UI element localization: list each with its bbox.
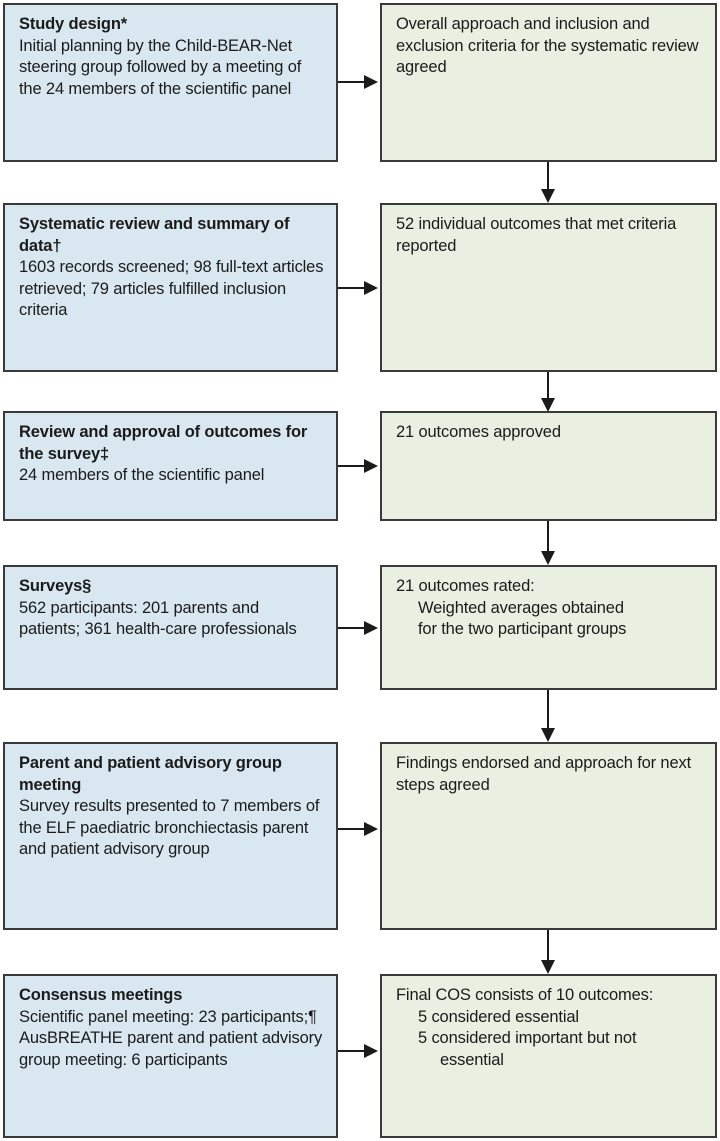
box-right-advisory-group-meeting: Findings endorsed and approach for next … xyxy=(380,742,717,930)
box-body-line-4: essential xyxy=(440,1050,504,1069)
box-right-study-design: Overall approach and inclusion and exclu… xyxy=(380,3,717,162)
box-left-study-design: Study design* Initial planning by the Ch… xyxy=(3,3,338,162)
box-body: 52 individual outcomes that met criteria… xyxy=(396,215,677,255)
arrow-shaft xyxy=(547,690,549,729)
box-body-line-1: 21 outcomes rated: xyxy=(396,577,535,595)
arrow-right-study-design xyxy=(338,73,382,91)
arrow-shaft xyxy=(338,465,366,467)
arrow-shaft xyxy=(547,162,549,190)
box-body: Findings endorsed and approach for next … xyxy=(396,754,692,794)
arrow-shaft xyxy=(338,287,366,289)
box-left-advisory-group-meeting: Parent and patient advisory group meetin… xyxy=(3,742,338,930)
box-body: 562 participants: 201 parents and patien… xyxy=(19,598,297,639)
box-title: Parent and patient advisory group meetin… xyxy=(19,754,282,794)
box-title: Surveys§ xyxy=(19,577,92,595)
box-title: Review and approval of outcomes for the … xyxy=(19,423,308,463)
arrow-right-consensus-meetings xyxy=(338,1042,382,1060)
arrow-down-5 xyxy=(539,930,557,974)
box-left-consensus-meetings: Consensus meetings Scientific panel meet… xyxy=(3,974,338,1138)
arrow-shaft xyxy=(547,521,549,552)
box-title: Consensus meetings xyxy=(19,986,183,1004)
box-title: Study design* xyxy=(19,15,128,33)
arrow-shaft xyxy=(338,1050,366,1052)
box-body: Overall approach and inclusion and exclu… xyxy=(396,15,699,76)
box-right-surveys: 21 outcomes rated: Weighted averages obt… xyxy=(380,565,717,690)
box-body: Survey results presented to 7 members of… xyxy=(19,797,320,858)
arrow-head xyxy=(364,1044,378,1058)
box-right-consensus-meetings: Final COS consists of 10 outcomes: 5 con… xyxy=(380,974,717,1138)
arrow-head xyxy=(364,75,378,89)
arrow-head xyxy=(364,822,378,836)
arrow-head xyxy=(541,960,555,974)
box-right-review-approval: 21 outcomes approved xyxy=(380,411,717,521)
arrow-down-2 xyxy=(539,372,557,412)
arrow-head xyxy=(541,728,555,742)
arrow-head xyxy=(541,398,555,412)
box-left-surveys: Surveys§ 562 participants: 201 parents a… xyxy=(3,565,338,690)
box-body: Initial planning by the Child-BEAR-Net s… xyxy=(19,36,302,98)
arrow-right-systematic-review xyxy=(338,279,382,297)
box-body: 21 outcomes rated: Weighted averages obt… xyxy=(396,576,703,641)
arrow-down-3 xyxy=(539,521,557,565)
arrow-head xyxy=(364,281,378,295)
arrow-head xyxy=(364,621,378,635)
arrow-shaft xyxy=(547,372,549,399)
box-body: 1603 records screened; 98 full-text arti… xyxy=(19,258,324,319)
arrow-shaft xyxy=(338,81,366,83)
box-body-line-3: for the two participant groups xyxy=(418,620,627,638)
arrow-right-review-approval xyxy=(338,457,382,475)
arrow-down-1 xyxy=(539,162,557,203)
arrow-head xyxy=(364,459,378,473)
box-left-review-approval: Review and approval of outcomes for the … xyxy=(3,411,338,521)
arrow-down-4 xyxy=(539,690,557,742)
box-body-line-2: Weighted averages obtained xyxy=(418,598,624,617)
box-body-line-1: Final COS consists of 10 outcomes: xyxy=(396,986,654,1004)
arrow-shaft xyxy=(547,930,549,961)
arrow-shaft xyxy=(338,627,366,629)
box-right-systematic-review: 52 individual outcomes that met criteria… xyxy=(380,203,717,372)
box-title: Systematic review and summary of data† xyxy=(19,215,290,255)
box-left-systematic-review: Systematic review and summary of data† 1… xyxy=(3,203,338,372)
box-body: Scientific panel meeting: 23 participant… xyxy=(19,1007,323,1069)
arrow-right-surveys xyxy=(338,619,382,637)
arrow-head xyxy=(541,189,555,203)
box-body: Final COS consists of 10 outcomes: 5 con… xyxy=(396,985,703,1071)
arrow-head xyxy=(541,551,555,565)
arrow-right-advisory-group-meeting xyxy=(338,820,382,838)
box-body-line-2: 5 considered essential xyxy=(418,1007,579,1026)
box-body-line-3: 5 considered important but not xyxy=(418,1029,637,1047)
box-body: 21 outcomes approved xyxy=(396,423,561,441)
arrow-shaft xyxy=(338,828,366,830)
box-body: 24 members of the scientific panel xyxy=(19,466,265,484)
